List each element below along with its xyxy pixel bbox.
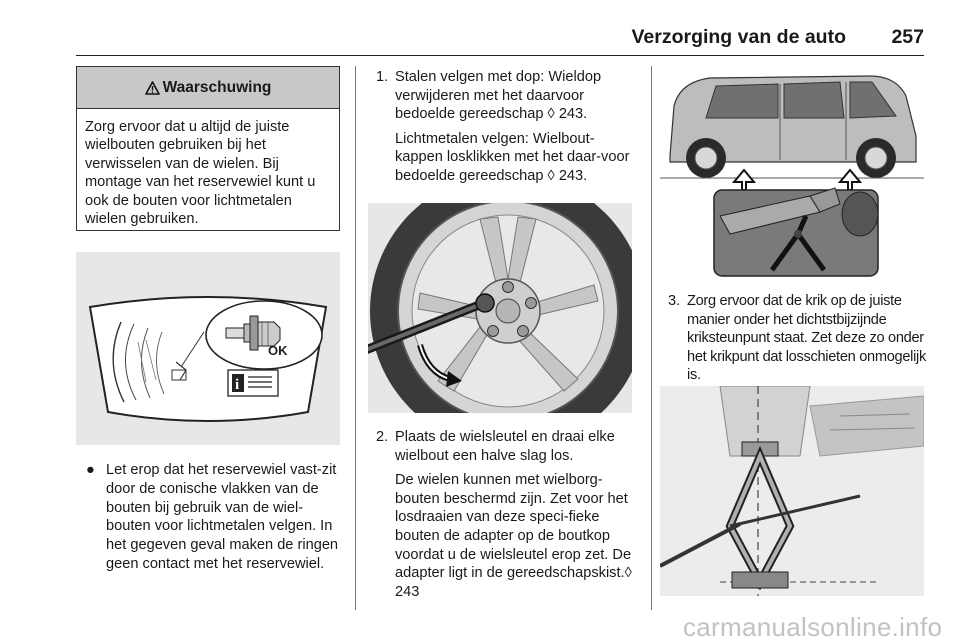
bullet-text: Let erop dat het reservewiel vast-zit do… — [106, 462, 339, 572]
page-header: Verzorging van de auto 257 — [76, 22, 924, 56]
info-glyph: i — [235, 377, 239, 393]
warning-text: Zorg ervoor dat u altijd de juiste wielb… — [85, 119, 316, 228]
bullet-marker: ● — [86, 462, 95, 478]
warning-box: Waarschuwing Zorg ervoor dat u altijd de… — [76, 66, 340, 231]
step-paragraph: Zorg ervoor dat de krik op de juiste man… — [687, 293, 926, 384]
header-rule — [76, 54, 924, 56]
step-paragraph: Stalen velgen met dop: Wieldop verwijder… — [395, 69, 602, 123]
ok-label: OK — [268, 343, 288, 358]
jack-point-arrows — [731, 168, 863, 191]
wheel-wrench-figure — [368, 203, 632, 413]
wheel-wrench — [368, 293, 495, 354]
wheel-bolt-figure: OK i — [76, 252, 340, 445]
warning-header: Waarschuwing — [77, 67, 339, 109]
jack-placement-figure — [660, 386, 924, 596]
step-paragraph: De wielen kunnen met wielborg-bouten bes… — [395, 472, 632, 600]
jack-drawing — [719, 187, 879, 272]
step-number: 2. — [376, 429, 389, 445]
scissor-jack-drawing — [660, 441, 861, 591]
wheel-drawing — [112, 321, 187, 403]
step-number: 1. — [376, 69, 389, 85]
page-number: 257 — [891, 26, 924, 48]
section-title: Verzorging van de auto — [631, 26, 846, 48]
step-paragraph: Plaats de wielsleutel en draai elke wiel… — [395, 429, 615, 464]
column-divider-right — [651, 66, 652, 610]
step-3: 3. Zorg ervoor dat de krik op de juiste … — [668, 292, 928, 385]
column-divider-left — [355, 66, 356, 610]
bullet-note: ● Let erop dat het reservewiel vast-zit … — [86, 461, 342, 574]
step-1: 1. Stalen velgen met dop: Wieldop verwij… — [376, 68, 638, 186]
info-book-icon: i — [227, 369, 279, 397]
step-number: 3. — [668, 293, 681, 309]
watermark: carmanualsonline.info — [683, 612, 943, 642]
step-2: 2. Plaats de wielsleutel en draai elke w… — [376, 428, 638, 601]
step-paragraph: Lichtmetalen velgen: Wielbout-kappen los… — [395, 130, 630, 184]
van-jack-points-figure — [660, 66, 924, 278]
van-drawing — [660, 75, 924, 179]
warning-triangle-icon — [144, 80, 160, 95]
warning-title: Waarschuwing — [162, 78, 272, 96]
bolt-drawing — [225, 315, 281, 351]
